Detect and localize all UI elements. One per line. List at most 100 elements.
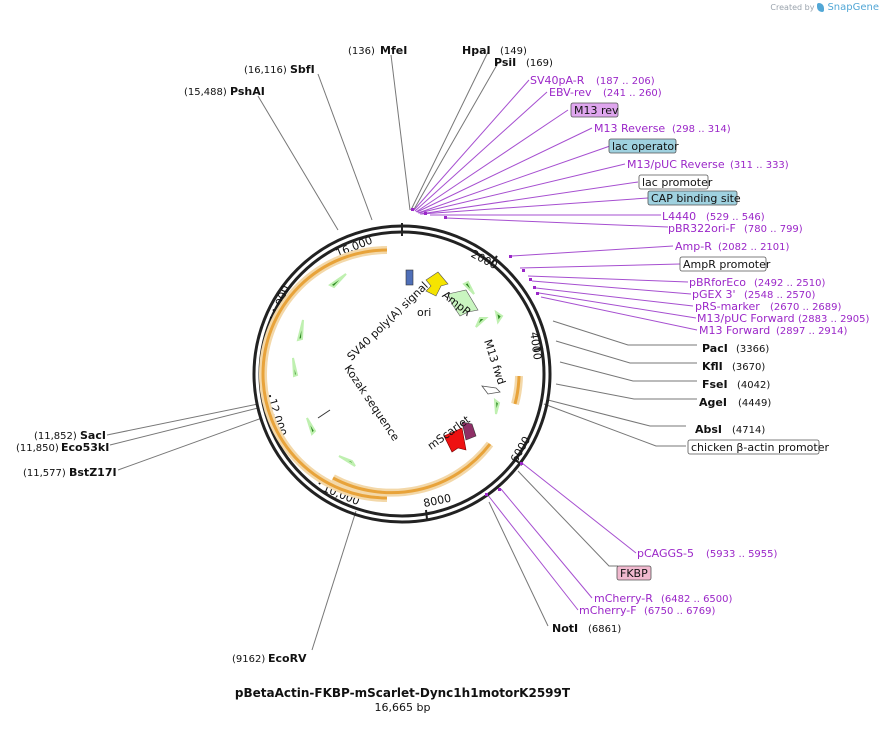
box-label-ampr-promoter: AmpR promoter bbox=[683, 258, 771, 271]
site-pos-agei: (4449) bbox=[738, 398, 771, 409]
arrow-icon bbox=[462, 280, 475, 295]
box-chicken-actin-promoter bbox=[687, 439, 820, 455]
primer-pos: (2082 .. 2101) bbox=[718, 242, 790, 253]
site-pos-psii: (169) bbox=[526, 58, 553, 69]
site-name-mfei: MfeI bbox=[380, 44, 407, 57]
primer-name: pGEX 3' bbox=[692, 288, 736, 301]
primer-leaders bbox=[413, 79, 698, 611]
label-m13-fwd: M13 fwd bbox=[481, 338, 508, 386]
site-leaders bbox=[106, 51, 697, 651]
snapgene-logo-icon bbox=[817, 3, 825, 12]
primer-pos: (2492 .. 2510) bbox=[754, 278, 826, 289]
arrow-icon bbox=[338, 455, 356, 467]
site-name-ecorv: EcoRV bbox=[268, 652, 307, 665]
snapgene-credit: Created by SnapGene bbox=[770, 2, 879, 13]
arrow-icon bbox=[475, 317, 489, 328]
site-pos-noti: (6861) bbox=[588, 624, 621, 635]
actin-promoter-glyph bbox=[481, 385, 501, 395]
label-sv40-polya: SV40 poly(A) signal bbox=[345, 279, 431, 363]
site-pos-eco53ki: (11,850) bbox=[16, 443, 59, 454]
credit-brand: SnapGene bbox=[827, 2, 879, 13]
site-name-agei: AgeI bbox=[699, 396, 727, 409]
arrow-icon bbox=[494, 309, 504, 325]
box-lac-promoter bbox=[638, 174, 709, 190]
primer-name: M13 Forward bbox=[699, 324, 770, 337]
arrow-icon bbox=[292, 357, 299, 378]
label-ori: ori bbox=[417, 306, 431, 319]
tick-label-8000: 8000 bbox=[422, 492, 452, 511]
primer-pos: (2897 .. 2914) bbox=[776, 326, 848, 337]
site-pos-hpai: (149) bbox=[500, 46, 527, 57]
primer-markers bbox=[411, 208, 539, 496]
box-label-lac-operator: lac operator bbox=[612, 140, 679, 153]
primer-name: Amp-R bbox=[675, 240, 712, 253]
primer-pos: (187 .. 206) bbox=[596, 76, 655, 87]
primer-name: SV40pA-R bbox=[530, 74, 585, 87]
feature-boxes: M13 rev lac operator lac promoter CAP bi… bbox=[570, 102, 829, 581]
site-name-sbfi: SbfI bbox=[290, 63, 315, 76]
site-pos-bstz17i: (11,577) bbox=[23, 468, 66, 479]
label-kozak: Kozak sequence bbox=[342, 363, 403, 444]
site-name-absi: AbsI bbox=[695, 423, 722, 436]
site-pos-ecorv: (9162) bbox=[232, 654, 265, 665]
site-pos-absi: (4714) bbox=[732, 425, 765, 436]
orf-arc-left bbox=[261, 248, 388, 500]
box-label-chicken-actin-promoter: chicken β-actin promoter bbox=[691, 441, 829, 454]
primer-pos: (241 .. 260) bbox=[603, 88, 662, 99]
box-label-lac-promoter: lac promoter bbox=[642, 176, 713, 189]
site-pos-fsei: (4042) bbox=[737, 380, 770, 391]
site-pos-sbfi: (16,116) bbox=[244, 65, 287, 76]
site-name-kfli: KflI bbox=[702, 360, 723, 373]
arrow-icon bbox=[328, 273, 347, 289]
primer-name: M13/pUC Reverse bbox=[627, 158, 725, 171]
primer-pos: (5933 .. 5955) bbox=[706, 549, 778, 560]
primer-pos: (2883 .. 2905) bbox=[798, 314, 870, 325]
site-pos-mfei: (136) bbox=[348, 46, 375, 57]
tick-label-4000: 4000 bbox=[527, 331, 544, 361]
plasmid-title: pBetaActin-FKBP-mScarlet-Dync1h1motorK25… bbox=[0, 686, 805, 714]
plasmid-size: 16,665 bp bbox=[374, 701, 431, 714]
site-name-pshai: PshAI bbox=[230, 85, 265, 98]
fkbp-glyph bbox=[461, 421, 477, 441]
box-ampr-promoter bbox=[679, 256, 767, 272]
primer-pos: (529 .. 546) bbox=[706, 212, 765, 223]
primer-pos: (298 .. 314) bbox=[672, 124, 731, 135]
primer-pos: (6482 .. 6500) bbox=[661, 594, 733, 605]
site-name-psii: PsiI bbox=[494, 56, 516, 69]
primer-pos: (2548 .. 2570) bbox=[744, 290, 816, 301]
site-name-fsei: FseI bbox=[702, 378, 728, 391]
primer-name: pRS-marker bbox=[695, 300, 760, 313]
primer-pos: (780 .. 799) bbox=[744, 224, 803, 235]
site-name-saci: SacI bbox=[80, 429, 106, 442]
kozak-marker bbox=[317, 409, 331, 419]
site-name-eco53ki: Eco53kI bbox=[61, 441, 109, 454]
site-name-hpai: HpaI bbox=[462, 44, 491, 57]
site-name-noti: NotI bbox=[552, 622, 578, 635]
primer-name: mCherry-R bbox=[594, 592, 653, 605]
primer-name: M13/pUC Forward bbox=[697, 312, 795, 325]
primer-pos: (6750 .. 6769) bbox=[644, 606, 716, 617]
site-pos-pshai: (15,488) bbox=[184, 87, 227, 98]
primer-name: pBR322ori-F bbox=[668, 222, 736, 235]
primer-name: pCAGGS-5 bbox=[637, 547, 694, 560]
credit-prefix: Created by bbox=[770, 3, 815, 12]
sv40-polya-glyph bbox=[405, 269, 414, 286]
arrow-icon bbox=[306, 417, 317, 436]
arrow-icon bbox=[296, 319, 304, 342]
primer-name: M13 Reverse bbox=[594, 122, 665, 135]
mscarlet-glyph bbox=[443, 427, 467, 453]
direction-arrows bbox=[292, 273, 504, 467]
plasmid-name: pBetaActin-FKBP-mScarlet-Dync1h1motorK25… bbox=[234, 686, 571, 700]
arrow-icon bbox=[493, 397, 501, 415]
box-label-cap-binding-site: CAP binding site bbox=[651, 192, 741, 205]
primer-pos: (311 .. 333) bbox=[730, 160, 789, 171]
orf-arc-right bbox=[513, 375, 521, 405]
ampr-glyph bbox=[447, 289, 479, 317]
left-site-labels: (136) MfeI (16,116) SbfI (15,488) PshAI … bbox=[16, 44, 407, 665]
primer-name: L4440 bbox=[662, 210, 696, 223]
primer-name: pBRforEco bbox=[689, 276, 746, 289]
box-fkbp bbox=[616, 565, 652, 581]
site-pos-saci: (11,852) bbox=[34, 431, 77, 442]
box-m13rev bbox=[570, 102, 619, 118]
